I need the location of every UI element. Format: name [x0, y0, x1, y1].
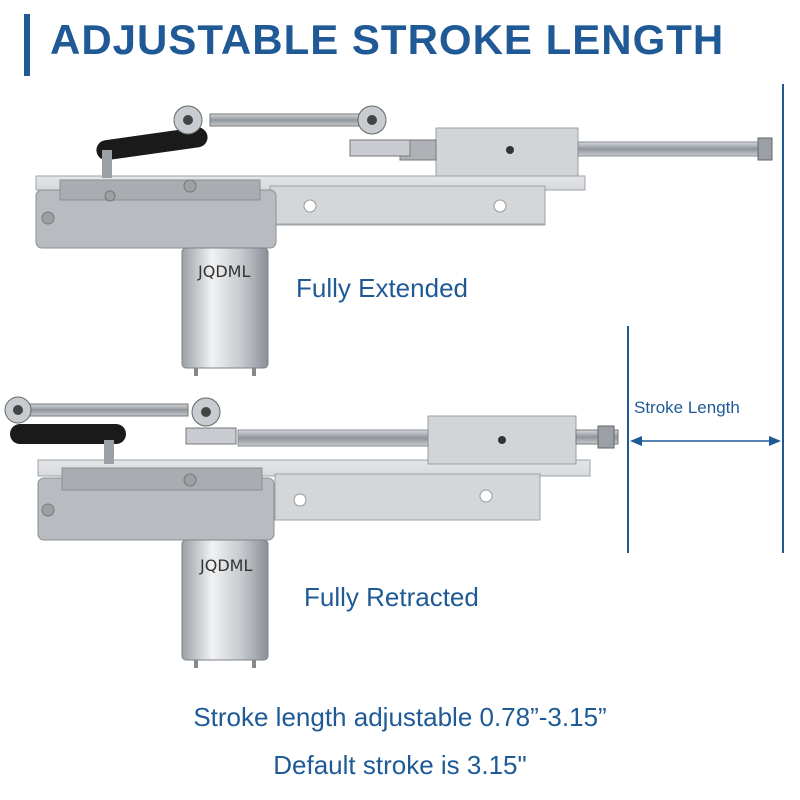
- footer-line-default: Default stroke is 3.15": [273, 750, 527, 780]
- bracket-hole: [479, 489, 493, 503]
- bracket-hole: [293, 493, 307, 507]
- gearbox-top: [59, 179, 261, 201]
- footer-line-adjustable: Stroke length adjustable 0.78”-3.15”: [193, 702, 607, 732]
- bracket-hole: [303, 199, 317, 213]
- label-fully-extended: Fully Extended: [296, 273, 468, 303]
- piston-rod: [237, 429, 429, 447]
- page-title: ADJUSTABLE STROKE LENGTH: [50, 16, 725, 63]
- bracket-arm: [274, 473, 541, 521]
- motor-brand-top: JQDML: [198, 262, 251, 281]
- label-fully-retracted: Fully Retracted: [304, 582, 479, 612]
- gearbox-top: [61, 467, 263, 491]
- crank-arm: [10, 424, 126, 444]
- actuator-retracted: [4, 396, 619, 668]
- motor-body: [181, 247, 269, 369]
- bracket-hole: [493, 199, 507, 213]
- piston-rod: [577, 141, 764, 157]
- motor-brand-bottom: JQDML: [200, 556, 253, 575]
- tie-rod: [209, 113, 361, 127]
- arrowhead-right: [769, 436, 781, 446]
- tie-rod: [27, 403, 189, 417]
- label-stroke-length: Stroke Length: [634, 398, 740, 417]
- title-accent-bar: [24, 14, 30, 76]
- motor-body: [181, 539, 269, 661]
- actuator-extended: [35, 105, 773, 376]
- arrowhead-left: [630, 436, 642, 446]
- crank-arm: [96, 127, 208, 161]
- rod-end-nut: [757, 137, 773, 161]
